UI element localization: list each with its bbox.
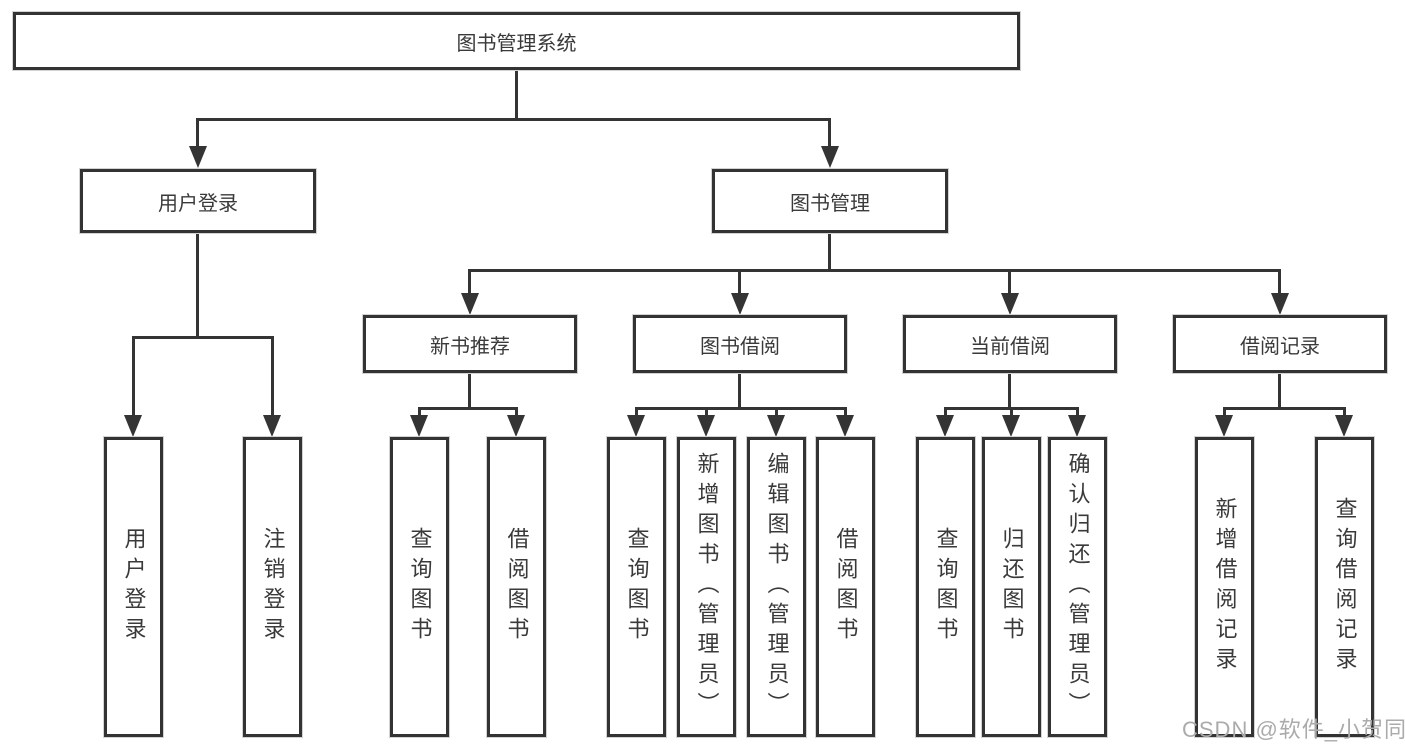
arrowhead-down-icon <box>627 415 645 437</box>
arrowhead-down-icon <box>936 415 954 437</box>
arrowhead-down-icon <box>189 146 207 168</box>
node-user-login: 用户登录 <box>80 169 316 233</box>
connector-stub <box>418 407 421 417</box>
node-book-borrowing: 图书借阅 <box>633 315 847 373</box>
connector-stub <box>1076 407 1079 417</box>
leaf-borrow-books-borrowing: 借阅图书 <box>816 437 875 737</box>
node-borrowing-records: 借阅记录 <box>1173 315 1387 373</box>
connector-stub <box>705 407 708 417</box>
arrowhead-down-icon <box>1002 415 1020 437</box>
leaf-query-books-recommend-label: 查询图书 <box>407 527 433 647</box>
leaf-logout-label: 注销登录 <box>260 527 286 647</box>
node-user-login-label: 用户登录 <box>158 192 238 215</box>
arrowhead-down-icon <box>507 415 525 437</box>
arrowhead-down-icon <box>1068 415 1086 437</box>
connector-drop-book-borrow <box>738 269 741 295</box>
connector-current-borrow-bus <box>944 407 1079 410</box>
leaf-query-borrow-record-label: 查询借阅记录 <box>1332 497 1358 677</box>
connector-drop-new-book <box>468 269 471 295</box>
leaf-return-book-label: 归还图书 <box>999 527 1025 647</box>
arrowhead-down-icon <box>1271 293 1289 315</box>
arrowhead-down-icon <box>836 415 854 437</box>
connector-user-login-down <box>196 231 199 338</box>
node-book-management-label: 图书管理 <box>790 192 870 215</box>
arrowhead-down-icon <box>1215 415 1233 437</box>
connector-book-borrow-down <box>738 371 741 409</box>
arrowhead-down-icon <box>410 415 428 437</box>
connector-drop-book-mgmt <box>828 118 831 150</box>
arrowhead-down-icon <box>697 415 715 437</box>
connector-new-book-bus <box>418 407 518 410</box>
connector-level2-bus <box>196 118 831 121</box>
leaf-return-book: 归还图书 <box>982 437 1041 737</box>
connector-login-group-bus <box>132 336 274 339</box>
leaf-user-login: 用户登录 <box>104 437 163 737</box>
leaf-edit-book-admin: 编辑图书（管理员） <box>747 437 806 737</box>
leaf-logout: 注销登录 <box>243 437 302 737</box>
connector-stub <box>844 407 847 417</box>
leaf-query-borrow-record: 查询借阅记录 <box>1315 437 1374 737</box>
connector-drop-borrow-records <box>1278 269 1281 295</box>
leaf-confirm-return-admin-label: 确认归还（管理员） <box>1065 452 1091 722</box>
leaf-add-book-admin: 新增图书（管理员） <box>677 437 736 737</box>
leaf-edit-book-admin-label: 编辑图书（管理员） <box>764 452 790 722</box>
node-book-management: 图书管理 <box>712 169 948 233</box>
node-root-label: 图书管理系统 <box>456 32 577 55</box>
connector-drop-leaf-login <box>132 336 135 417</box>
connector-stub <box>944 407 947 417</box>
leaf-user-login-label: 用户登录 <box>121 527 147 647</box>
leaf-add-book-admin-label: 新增图书（管理员） <box>694 452 720 722</box>
connector-stub <box>1223 407 1226 417</box>
leaf-borrow-books-borrowing-label: 借阅图书 <box>833 527 859 647</box>
leaf-borrow-books-recommend: 借阅图书 <box>487 437 546 737</box>
arrowhead-down-icon <box>461 293 479 315</box>
arrowhead-down-icon <box>1001 293 1019 315</box>
connector-drop-leaf-logout <box>271 336 274 417</box>
node-new-book-recommend-label: 新书推荐 <box>430 335 510 358</box>
connector-book-borrow-bus <box>635 407 847 410</box>
node-new-book-recommend: 新书推荐 <box>363 315 577 373</box>
arrowhead-down-icon <box>767 415 785 437</box>
node-current-borrowing-label: 当前借阅 <box>970 335 1050 358</box>
arrowhead-down-icon <box>124 415 142 437</box>
leaf-borrow-books-recommend-label: 借阅图书 <box>504 527 530 647</box>
connector-level3-bus <box>468 269 1281 272</box>
node-current-borrowing: 当前借阅 <box>903 315 1117 373</box>
arrowhead-down-icon <box>821 146 839 168</box>
arrowhead-down-icon <box>731 293 749 315</box>
connector-stub <box>775 407 778 417</box>
leaf-query-books-borrowing-label: 查询图书 <box>624 527 650 647</box>
leaf-query-books-current-label: 查询图书 <box>933 527 959 647</box>
connector-stub <box>1343 407 1346 417</box>
node-book-borrowing-label: 图书借阅 <box>700 335 780 358</box>
arrowhead-down-icon <box>263 415 281 437</box>
connector-stub <box>515 407 518 417</box>
connector-book-mgmt-down <box>828 231 831 272</box>
node-root: 图书管理系统 <box>13 12 1020 70</box>
connector-borrow-records-down <box>1278 371 1281 409</box>
connector-drop-current-borrow <box>1008 269 1011 295</box>
leaf-confirm-return-admin: 确认归还（管理员） <box>1048 437 1107 737</box>
connector-drop-user-login <box>196 118 199 150</box>
leaf-query-books-borrowing: 查询图书 <box>607 437 666 737</box>
csdn-watermark: CSDN @软件_小贺同学 <box>1182 717 1405 742</box>
connector-current-borrow-down <box>1008 371 1011 409</box>
connector-stub <box>1010 407 1013 417</box>
arrowhead-down-icon <box>1335 415 1353 437</box>
node-borrowing-records-label: 借阅记录 <box>1240 335 1320 358</box>
leaf-add-borrow-record-label: 新增借阅记录 <box>1212 497 1238 677</box>
connector-stub <box>635 407 638 417</box>
leaf-query-books-current: 查询图书 <box>916 437 975 737</box>
connector-new-book-down <box>468 371 471 409</box>
connector-borrow-records-bus <box>1223 407 1346 410</box>
leaf-add-borrow-record: 新增借阅记录 <box>1195 437 1254 737</box>
leaf-query-books-recommend: 查询图书 <box>390 437 449 737</box>
connector-root-drop <box>515 68 518 121</box>
